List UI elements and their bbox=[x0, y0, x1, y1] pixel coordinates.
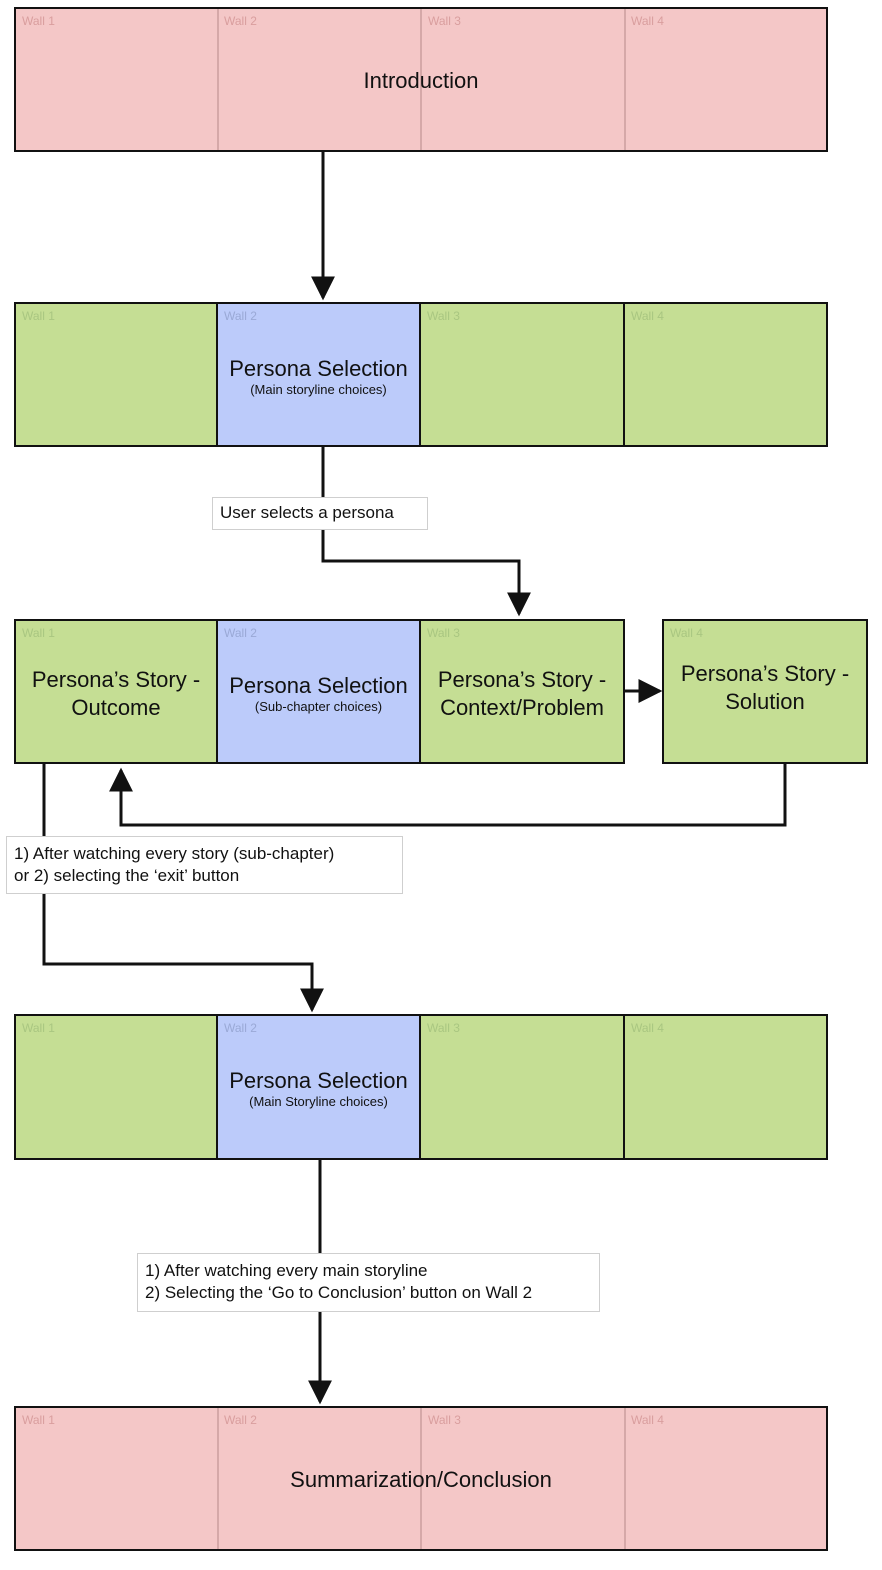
wall-label: Wall 3 bbox=[427, 626, 460, 640]
persona-story-context-title: Persona’s Story - Context/Problem bbox=[437, 667, 607, 720]
persona-story-context-panel: Wall 3 Persona’s Story - Context/Problem bbox=[419, 619, 625, 764]
selection-row-wall-1: Wall 1 bbox=[14, 302, 218, 447]
conclusion-panel: Wall 1 Wall 2 Wall 3 Wall 4 Summarizatio… bbox=[14, 1406, 828, 1551]
persona-selection-title: Persona Selection bbox=[229, 356, 408, 381]
introduction-title: Introduction bbox=[363, 68, 479, 93]
wall-divider bbox=[420, 9, 422, 150]
persona-selection-sub-panel: Wall 2 Persona Selection (Sub-chapter ch… bbox=[216, 619, 421, 764]
persona-story-solution-title: Persona’s Story - Solution bbox=[680, 661, 850, 714]
wall-label: Wall 1 bbox=[22, 1413, 55, 1427]
return-row-wall-1: Wall 1 bbox=[14, 1014, 218, 1160]
wall-label: Wall 3 bbox=[427, 309, 460, 323]
wall-divider bbox=[420, 1408, 422, 1549]
wall-label: Wall 3 bbox=[428, 14, 461, 28]
wall-divider bbox=[217, 9, 219, 150]
wall-divider bbox=[624, 9, 626, 150]
conclusion-title: Summarization/Conclusion bbox=[290, 1467, 552, 1492]
persona-selection-main-panel: Wall 2 Persona Selection (Main storyline… bbox=[216, 302, 421, 447]
persona-selection-sub-title: Persona Selection bbox=[229, 673, 408, 698]
wall-label: Wall 2 bbox=[224, 309, 257, 323]
wall-divider bbox=[624, 1408, 626, 1549]
wall-label: Wall 3 bbox=[427, 1021, 460, 1035]
wall-label: Wall 2 bbox=[224, 14, 257, 28]
selection-row-wall-3: Wall 3 bbox=[419, 302, 625, 447]
persona-selection-subtitle: (Main storyline choices) bbox=[250, 382, 387, 397]
persona-selection-return-panel: Wall 2 Persona Selection (Main Storyline… bbox=[216, 1014, 421, 1160]
wall-label: Wall 1 bbox=[22, 1021, 55, 1035]
wall-label: Wall 2 bbox=[224, 1021, 257, 1035]
arrow-selection-to-context bbox=[321, 447, 531, 617]
wall-label: Wall 3 bbox=[428, 1413, 461, 1427]
introduction-panel: Wall 1 Wall 2 Wall 3 Wall 4 Introduction bbox=[14, 7, 828, 152]
persona-story-solution-panel: Wall 4 Persona’s Story - Solution bbox=[662, 619, 868, 764]
persona-story-outcome-panel: Wall 1 Persona’s Story - Outcome bbox=[14, 619, 218, 764]
wall-label: Wall 4 bbox=[670, 626, 703, 640]
wall-label: Wall 2 bbox=[224, 626, 257, 640]
wall-label: Wall 1 bbox=[22, 309, 55, 323]
note-conclusion-condition: 1) After watching every main storyline 2… bbox=[137, 1253, 600, 1312]
persona-selection-return-title: Persona Selection bbox=[229, 1068, 408, 1093]
wall-label: Wall 1 bbox=[22, 626, 55, 640]
wall-label: Wall 4 bbox=[631, 14, 664, 28]
wall-label: Wall 4 bbox=[631, 309, 664, 323]
persona-selection-return-subtitle: (Main Storyline choices) bbox=[249, 1094, 388, 1109]
note-exit-condition: 1) After watching every story (sub-chapt… bbox=[6, 836, 403, 894]
note-user-selects-persona: User selects a persona bbox=[212, 497, 428, 530]
persona-selection-sub-subtitle: (Sub-chapter choices) bbox=[254, 699, 383, 714]
wall-label: Wall 4 bbox=[631, 1021, 664, 1035]
wall-divider bbox=[217, 1408, 219, 1549]
return-row-wall-3: Wall 3 bbox=[419, 1014, 625, 1160]
persona-story-outcome-title: Persona’s Story - Outcome bbox=[31, 667, 201, 720]
arrow-solution-to-outcome bbox=[109, 764, 787, 827]
selection-row-wall-4: Wall 4 bbox=[623, 302, 828, 447]
wall-label: Wall 4 bbox=[631, 1413, 664, 1427]
wall-label: Wall 1 bbox=[22, 14, 55, 28]
wall-label: Wall 2 bbox=[224, 1413, 257, 1427]
return-row-wall-4: Wall 4 bbox=[623, 1014, 828, 1160]
